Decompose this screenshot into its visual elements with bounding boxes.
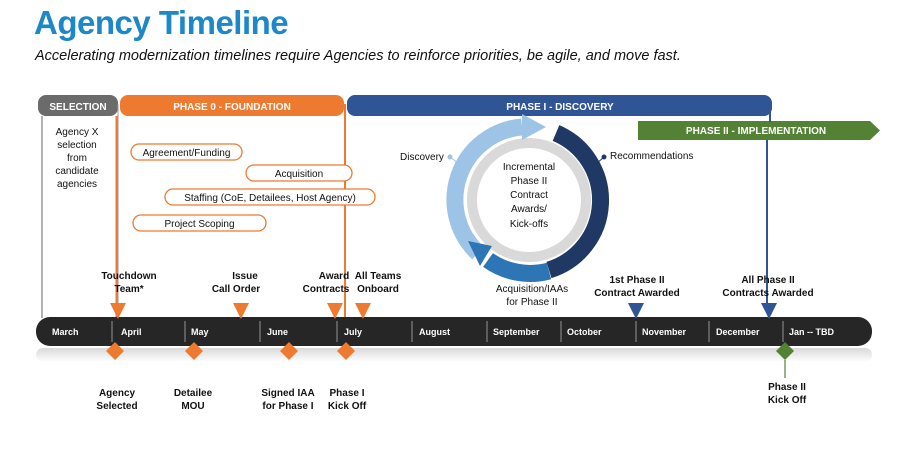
svg-text:selection: selection bbox=[57, 140, 96, 151]
month-label: April bbox=[121, 327, 142, 337]
month-label: October bbox=[567, 327, 602, 337]
phase2-bar bbox=[638, 121, 880, 140]
recommendations-label: Recommendations bbox=[610, 151, 693, 162]
svg-text:Kick-offs: Kick-offs bbox=[510, 219, 548, 230]
svg-text:for Phase I: for Phase I bbox=[262, 401, 313, 412]
svg-text:Agreement/Funding: Agreement/Funding bbox=[143, 148, 231, 159]
month-label: May bbox=[191, 327, 209, 337]
phase0-label: PHASE 0 - FOUNDATION bbox=[173, 102, 291, 113]
selection-description: Agency X selection from candidate agenci… bbox=[55, 127, 99, 190]
month-label: August bbox=[419, 327, 450, 337]
svg-text:All Phase II: All Phase II bbox=[741, 275, 795, 286]
first-phase2-award-marker: 1st Phase II Contract Awarded bbox=[594, 275, 680, 319]
svg-text:Team*: Team* bbox=[114, 284, 143, 295]
svg-text:1st Phase II: 1st Phase II bbox=[609, 275, 664, 286]
acquisition-label-1: Acquisition/IAAs bbox=[496, 284, 568, 295]
phase1-label: PHASE I - DISCOVERY bbox=[506, 102, 614, 113]
svg-text:All Teams: All Teams bbox=[355, 271, 402, 282]
svg-text:Awards/: Awards/ bbox=[511, 204, 547, 215]
all-phase2-awards-marker: All Phase II Contracts Awarded bbox=[722, 275, 814, 319]
issue-call-order-marker: Issue Call Order bbox=[212, 271, 260, 319]
phase0-task-staffing: Staffing (CoE, Detailees, Host Agency) bbox=[164, 188, 376, 206]
svg-text:Touchdown: Touchdown bbox=[101, 271, 156, 282]
phase0-task-scoping: Project Scoping bbox=[132, 214, 267, 232]
svg-text:Kick Off: Kick Off bbox=[768, 395, 807, 406]
cycle-center-text: Incremental Phase II Contract Awards/ Ki… bbox=[503, 162, 555, 230]
svg-text:Contract: Contract bbox=[510, 190, 548, 201]
detailee-mou-marker: Detailee MOU bbox=[174, 342, 213, 412]
month-label: July bbox=[344, 327, 362, 337]
svg-text:Phase I: Phase I bbox=[329, 388, 364, 399]
page-subtitle: Accelerating modernization timelines req… bbox=[35, 48, 681, 64]
month-label: June bbox=[267, 327, 288, 337]
svg-text:MOU: MOU bbox=[181, 401, 204, 412]
timeline-months: March April May June July August Septemb… bbox=[52, 327, 835, 337]
svg-text:Issue: Issue bbox=[232, 271, 258, 282]
month-label: March bbox=[52, 327, 79, 337]
timeline-bar bbox=[36, 317, 872, 346]
svg-text:Acquisition: Acquisition bbox=[275, 169, 323, 180]
acquisition-label-2: for Phase II bbox=[506, 297, 557, 308]
phase1-bar bbox=[347, 95, 772, 116]
svg-text:Staffing (CoE, Detailees, Host: Staffing (CoE, Detailees, Host Agency) bbox=[184, 193, 356, 204]
month-label: Jan -- TBD bbox=[789, 327, 835, 337]
discovery-cycle: Incremental Phase II Contract Awards/ Ki… bbox=[400, 114, 693, 308]
phase0-bar bbox=[120, 95, 344, 116]
phase2-label: PHASE II - IMPLEMENTATION bbox=[686, 126, 826, 137]
svg-text:Selected: Selected bbox=[96, 401, 137, 412]
svg-text:agencies: agencies bbox=[57, 179, 97, 190]
phase1-kickoff-marker: Phase I Kick Off bbox=[328, 342, 367, 412]
svg-text:Agency: Agency bbox=[99, 388, 136, 399]
selection-phase-label: SELECTION bbox=[49, 102, 106, 113]
svg-text:Kick Off: Kick Off bbox=[328, 401, 367, 412]
svg-text:Project Scoping: Project Scoping bbox=[164, 219, 234, 230]
svg-text:Call Order: Call Order bbox=[212, 284, 260, 295]
timeline-dividers bbox=[111, 321, 784, 342]
signed-iaa-marker: Signed IAA for Phase I bbox=[261, 342, 315, 412]
timeline-shadow bbox=[36, 348, 872, 362]
month-label: September bbox=[493, 327, 540, 337]
phase0-task-agreement: Agreement/Funding bbox=[130, 143, 243, 161]
svg-text:Phase II: Phase II bbox=[768, 382, 806, 393]
svg-text:Phase II: Phase II bbox=[511, 176, 548, 187]
svg-text:Incremental: Incremental bbox=[503, 162, 555, 173]
phase0-task-acquisition: Acquisition bbox=[245, 164, 353, 182]
svg-text:Contracts Awarded: Contracts Awarded bbox=[722, 288, 813, 299]
award-contracts-marker: Award Contracts bbox=[303, 271, 350, 319]
svg-text:from: from bbox=[67, 153, 87, 164]
svg-text:Onboard: Onboard bbox=[357, 284, 399, 295]
selection-phase-bar bbox=[38, 95, 118, 116]
acquisition-dot bbox=[532, 268, 538, 274]
svg-text:candidate: candidate bbox=[55, 166, 99, 177]
svg-text:Signed IAA: Signed IAA bbox=[261, 388, 314, 399]
discovery-label: Discovery bbox=[400, 152, 444, 163]
page-title: Agency Timeline bbox=[34, 4, 289, 41]
teams-onboard-marker: All Teams Onboard bbox=[355, 271, 402, 319]
svg-text:Agency X: Agency X bbox=[56, 127, 99, 138]
svg-text:Detailee: Detailee bbox=[174, 388, 213, 399]
svg-text:Contracts: Contracts bbox=[303, 284, 350, 295]
agency-selected-marker: Agency Selected bbox=[96, 342, 138, 412]
month-label: November bbox=[642, 327, 687, 337]
svg-text:Contract Awarded: Contract Awarded bbox=[594, 288, 680, 299]
month-label: December bbox=[716, 327, 760, 337]
touchdown-marker: Touchdown Team* bbox=[101, 271, 157, 319]
phase2-kickoff-marker: Phase II Kick Off bbox=[768, 342, 807, 406]
svg-text:Award: Award bbox=[319, 271, 349, 282]
